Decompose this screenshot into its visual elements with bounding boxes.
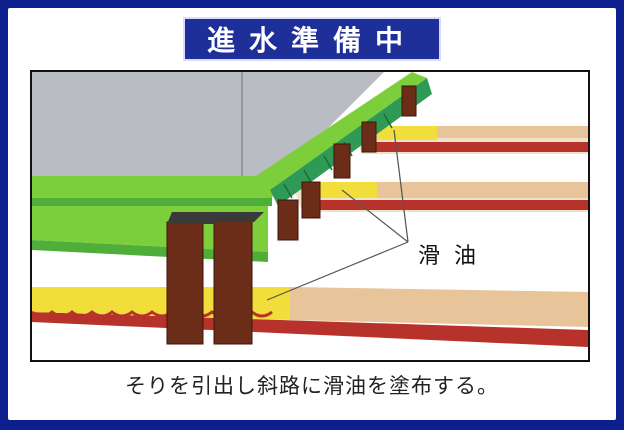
poppet-4 <box>301 181 321 219</box>
grease-mid <box>320 182 377 198</box>
diagram-caption: そりを引出し斜路に滑油を塗布する。 <box>125 374 499 398</box>
diagram-title: 進水準備中 <box>183 17 441 61</box>
grease-label: 滑油 <box>418 244 491 269</box>
grease-far <box>377 126 437 140</box>
poppet-1 <box>166 221 204 345</box>
poppet-7 <box>401 85 417 117</box>
slipway-svg <box>32 72 588 352</box>
poppet-2 <box>213 219 253 345</box>
poppet-6 <box>361 121 377 153</box>
poppet-5 <box>333 143 351 179</box>
sled-left-long <box>32 176 280 198</box>
sled-diagonal-beam <box>256 72 427 190</box>
launching-slipway-illustration <box>30 70 590 362</box>
poppet-3 <box>277 199 299 241</box>
